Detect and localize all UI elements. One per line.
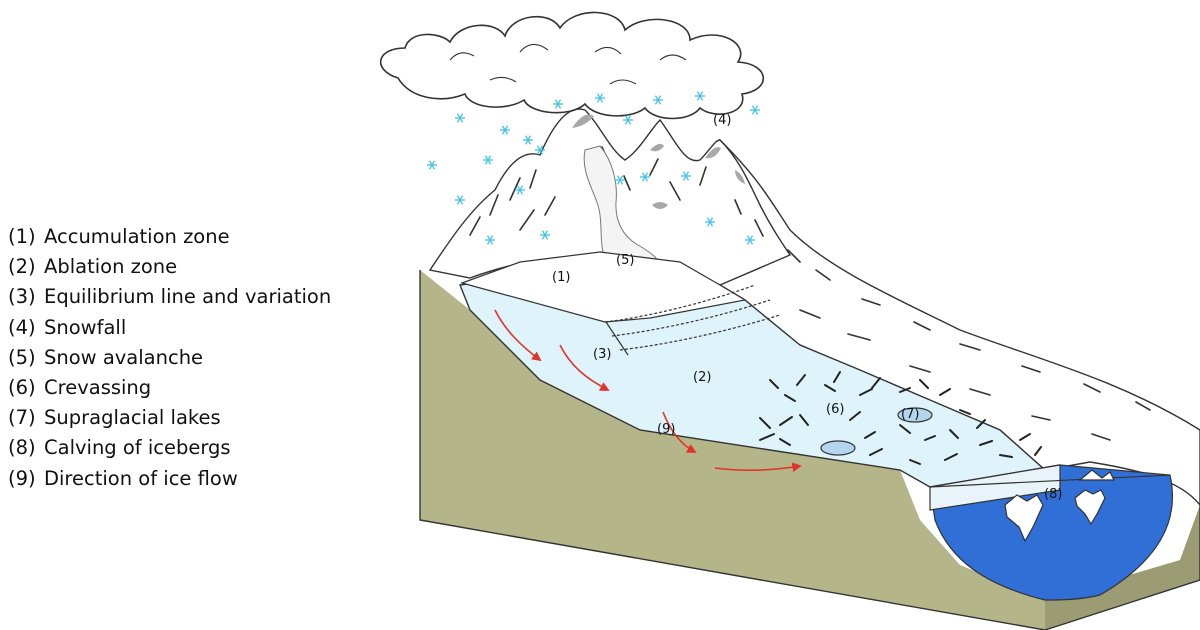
supraglacial-lake	[897, 407, 933, 423]
label-ablation-zone: (2)	[693, 370, 711, 385]
snowfall	[427, 91, 760, 245]
snowflake-icon	[455, 113, 465, 123]
peak-shadows	[572, 114, 745, 209]
label-equilibrium-line: (3)	[593, 347, 611, 362]
legend-list: (1) Accumulation zone (2) Ablation zone (3…	[8, 222, 331, 494]
snowflake-icon	[681, 171, 691, 181]
snowflake-icon	[515, 185, 525, 195]
snowflake-icon	[750, 105, 760, 115]
legend-text: Crevassing	[44, 376, 152, 400]
ground-front-face	[1045, 505, 1200, 630]
legend-text: Calving of icebergs	[44, 436, 231, 460]
snowflake-icon	[483, 155, 493, 165]
snowflake-icon	[623, 115, 633, 125]
snowflake-icon	[695, 91, 705, 101]
crevasses	[759, 371, 1042, 465]
legend-text: Supraglacial lakes	[44, 406, 221, 430]
flow-arrows	[494, 309, 802, 472]
legend-item: (6) Crevassing	[8, 373, 331, 403]
legend-number: (6)	[8, 376, 36, 400]
label-calving: (8)	[1044, 487, 1062, 502]
legend-number: (3)	[8, 285, 36, 309]
snowflake-icon	[485, 235, 495, 245]
label-snow-avalanche: (5)	[616, 253, 634, 268]
label-crevassing: (6)	[826, 402, 844, 417]
legend-text: Snowfall	[44, 315, 127, 339]
iceberg-icon	[1004, 494, 1044, 543]
flow-arrow-icon	[662, 411, 697, 453]
legend-number: (9)	[8, 466, 36, 490]
snowflake-icon	[427, 160, 437, 170]
iceberg-icon	[1074, 489, 1106, 526]
label-snowfall: (4)	[713, 113, 731, 128]
flow-arrow-icon	[714, 462, 802, 472]
legend-number: (2)	[8, 255, 36, 279]
block-outline	[419, 270, 1200, 630]
legend-text: Direction of ice flow	[44, 466, 238, 490]
snowflake-icon	[535, 145, 545, 155]
legend-text: Snow avalanche	[44, 345, 204, 369]
legend-item: (1) Accumulation zone	[8, 222, 331, 252]
label-supraglacial-lakes: (7)	[901, 407, 919, 422]
snowflake-icon	[553, 99, 563, 109]
legend-number: (7)	[8, 406, 36, 430]
legend-number: (5)	[8, 345, 36, 369]
legend-item: (9) Direction of ice flow	[8, 464, 331, 494]
legend-text: Accumulation zone	[44, 225, 230, 248]
legend-item: (7) Supraglacial lakes	[8, 403, 331, 433]
snowflake-icon	[540, 230, 550, 240]
legend-item: (8) Calving of icebergs	[8, 433, 331, 463]
glacier-front-face	[929, 464, 1061, 511]
iceberg-icon	[1078, 469, 1115, 481]
legend-number: (4)	[8, 315, 36, 339]
legend-number: (1)	[8, 225, 36, 248]
cloud-icon	[379, 11, 765, 120]
cloud-detail	[449, 43, 687, 85]
snowflake-icon	[745, 235, 755, 245]
legend-item: (2) Ablation zone	[8, 252, 331, 282]
legend-item: (5) Snow avalanche	[8, 343, 331, 373]
equilibrium-marker	[605, 321, 629, 356]
equilibrium-lines	[604, 284, 781, 351]
supraglacial-lake	[820, 440, 856, 456]
legend-text: Equilibrium line and variation	[44, 285, 332, 309]
snowflake-icon	[595, 93, 605, 103]
label-accumulation-zone: (1)	[552, 270, 570, 285]
snowflake-icon	[640, 172, 650, 182]
legend-item: (4) Snowfall	[8, 313, 331, 343]
accumulation-zone-surface	[460, 251, 747, 323]
flow-arrow-icon	[494, 309, 542, 362]
flow-arrow-icon	[559, 344, 610, 391]
snowflake-icon	[455, 195, 465, 205]
ground-left-face	[420, 270, 1045, 630]
lake-surface-line	[929, 474, 1171, 488]
snowflake-icon	[500, 125, 510, 135]
label-ice-flow: (9)	[657, 422, 675, 437]
icebergs	[1004, 469, 1115, 543]
legend-item: (3) Equilibrium line and variation	[8, 282, 331, 312]
legend-text: Ablation zone	[44, 255, 178, 279]
snowflake-icon	[653, 95, 663, 105]
legend-number: (8)	[8, 436, 36, 460]
snowflake-icon	[523, 135, 533, 145]
snowflake-icon	[705, 217, 715, 227]
snowflake-icon	[615, 175, 625, 185]
